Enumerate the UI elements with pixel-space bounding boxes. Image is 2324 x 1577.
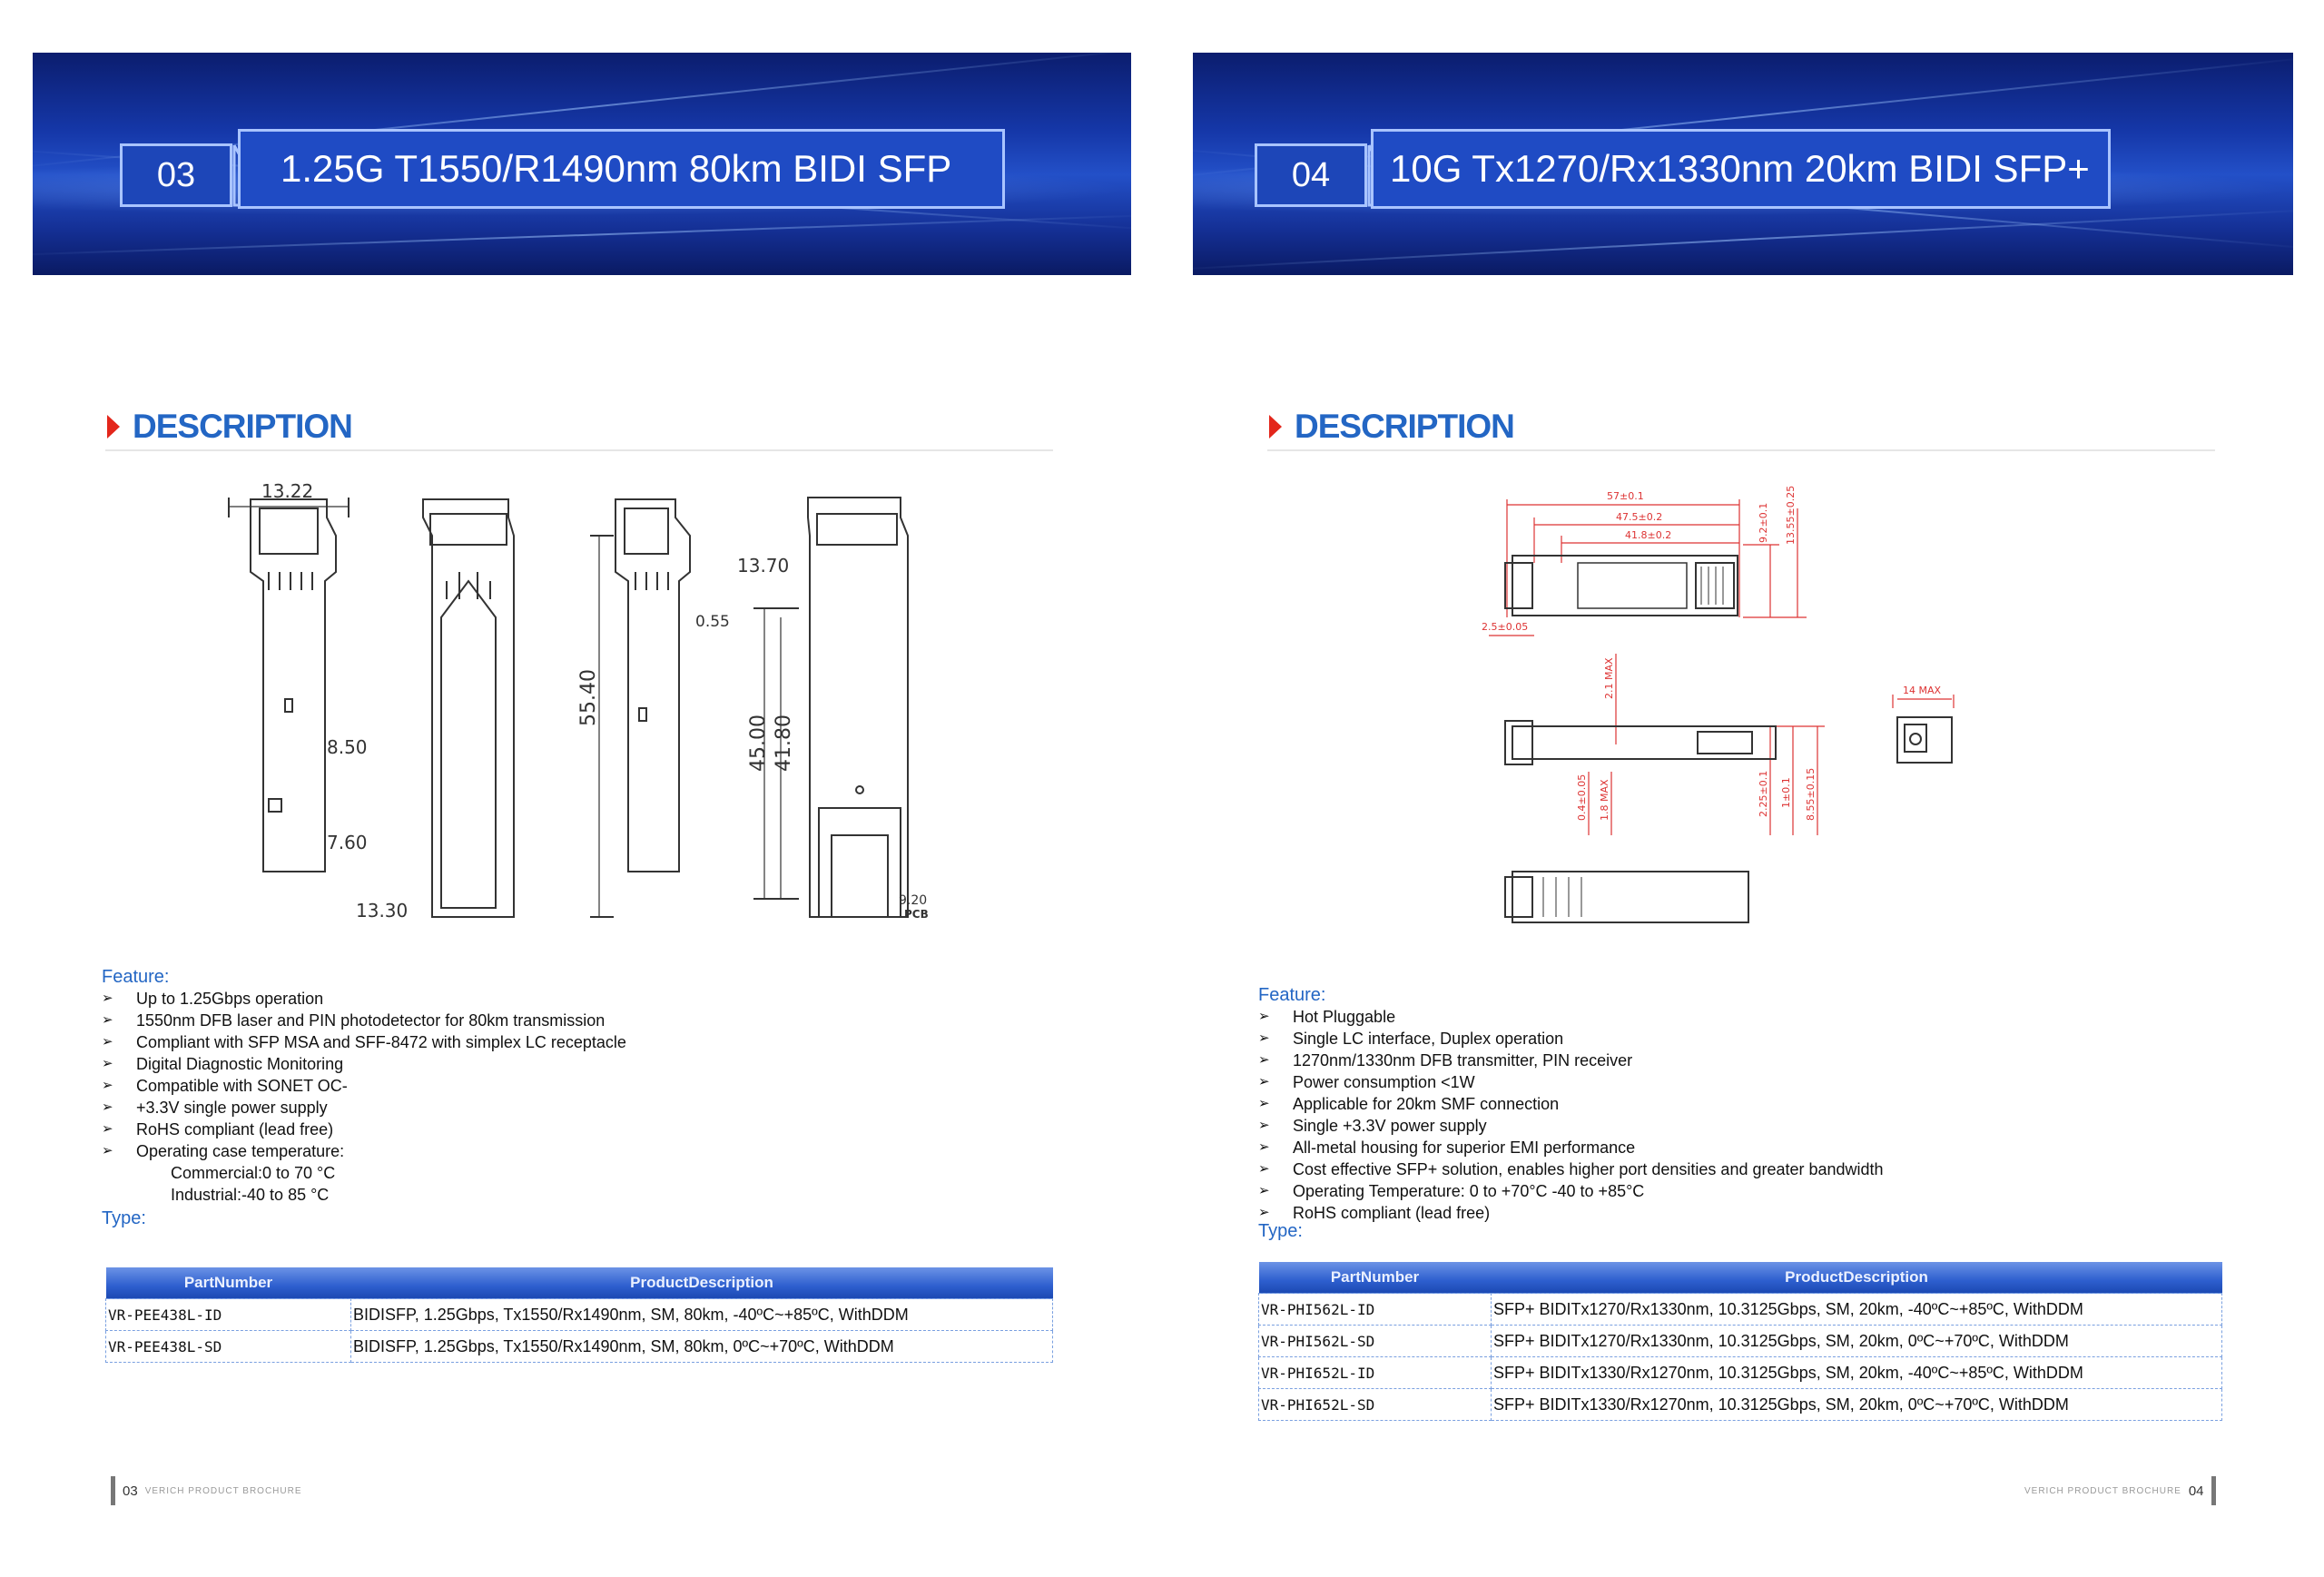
- description-heading: DESCRIPTION: [107, 405, 353, 448]
- col-header-description: ProductDescription: [1491, 1262, 2222, 1294]
- svg-text:47.5±0.2: 47.5±0.2: [1616, 511, 1662, 523]
- section-number: 03: [120, 143, 232, 207]
- col-header-partnumber: PartNumber: [1258, 1262, 1492, 1294]
- col-header-partnumber: PartNumber: [105, 1267, 351, 1299]
- triangle-bullet-icon: [107, 415, 120, 439]
- svg-text:13.22: 13.22: [261, 481, 313, 502]
- svg-text:1±0.1: 1±0.1: [1780, 777, 1792, 808]
- table-row: VR-PHI652L-ID SFP+ BIDITx1330/Rx1270nm, …: [1258, 1356, 2222, 1389]
- heading-divider: [105, 449, 1053, 451]
- feature-item: Digital Diagnostic Monitoring: [102, 1053, 626, 1075]
- feature-item: Operating Temperature: 0 to +70°C -40 to…: [1258, 1180, 1884, 1202]
- product-table: PartNumber ProductDescription VR-PEE438L…: [105, 1267, 1053, 1363]
- section-number: 04: [1255, 143, 1367, 207]
- svg-text:14 MAX: 14 MAX: [1903, 685, 1942, 696]
- svg-text:2.1 MAX: 2.1 MAX: [1603, 657, 1615, 699]
- page-number: 04: [2188, 1483, 2204, 1499]
- product-table: PartNumber ProductDescription VR-PHI562L…: [1258, 1262, 2222, 1421]
- feature-list: Feature: Up to 1.25Gbps operation 1550nm…: [102, 966, 626, 1229]
- svg-text:PCB: PCB: [904, 908, 929, 921]
- page-title: 10G Tx1270/Rx1330nm 20km BIDI SFP+: [1371, 129, 2111, 209]
- table-row: VR-PHI562L-ID SFP+ BIDITx1270/Rx1330nm, …: [1258, 1293, 2222, 1326]
- feature-item: All-metal housing for superior EMI perfo…: [1258, 1137, 1884, 1158]
- triangle-bullet-icon: [1269, 415, 1282, 439]
- svg-text:2.5±0.05: 2.5±0.05: [1482, 621, 1528, 633]
- page-footer: VERICH PRODUCT BROCHURE 04: [2024, 1476, 2216, 1505]
- feature-label: Feature:: [102, 967, 170, 987]
- table-row: VR-PHI562L-SD SFP+ BIDITx1270/Rx1330nm, …: [1258, 1325, 2222, 1357]
- feature-item: 1270nm/1330nm DFB transmitter, PIN recei…: [1258, 1050, 1884, 1071]
- table-row: VR-PEE438L-ID BIDISFP, 1.25Gbps, Tx1550/…: [105, 1298, 1053, 1331]
- feature-item: RoHS compliant (lead free): [1258, 1202, 1884, 1224]
- col-header-description: ProductDescription: [350, 1267, 1053, 1299]
- svg-text:13.70: 13.70: [737, 555, 789, 577]
- svg-text:7.60: 7.60: [327, 832, 368, 853]
- header-banner: 04 10G Tx1270/Rx1330nm 20km BIDI SFP+: [1193, 53, 2293, 275]
- svg-text:2.25±0.1: 2.25±0.1: [1758, 771, 1769, 817]
- page-title: 1.25G T1550/R1490nm 80km BIDI SFP: [238, 129, 1006, 209]
- feature-item: Compatible with SONET OC-: [102, 1075, 626, 1097]
- svg-text:57±0.1: 57±0.1: [1607, 490, 1644, 502]
- feature-item: Up to 1.25Gbps operation: [102, 988, 626, 1010]
- feature-item: RoHS compliant (lead free): [102, 1119, 626, 1140]
- svg-text:0.4±0.05: 0.4±0.05: [1576, 774, 1588, 821]
- feature-item: Operating case temperature:: [102, 1140, 626, 1162]
- heading-divider: [1267, 449, 2215, 451]
- feature-label: Feature:: [1258, 985, 1326, 1005]
- svg-text:9.20: 9.20: [899, 893, 927, 908]
- feature-item: Hot Pluggable: [1258, 1006, 1884, 1028]
- feature-item: Power consumption <1W: [1258, 1071, 1884, 1093]
- feature-item: 1550nm DFB laser and PIN photodetector f…: [102, 1010, 626, 1031]
- temp-industrial: Industrial:-40 to 85 °C: [171, 1186, 330, 1204]
- table-row: VR-PEE438L-SD BIDISFP, 1.25Gbps, Tx1550/…: [105, 1330, 1053, 1363]
- feature-list: Feature: Hot Pluggable Single LC interfa…: [1258, 984, 1884, 1242]
- mechanical-drawing: 13.22 8.50 7.60 13.30 55.40 13.70 0.55 4…: [228, 481, 929, 922]
- svg-text:8.55±0.15: 8.55±0.15: [1805, 768, 1817, 821]
- header-banner: 03 1.25G T1550/R1490nm 80km BIDI SFP: [33, 53, 1131, 275]
- page-04: 04 10G Tx1270/Rx1330nm 20km BIDI SFP+ DE…: [1162, 0, 2324, 1577]
- feature-item: Cost effective SFP+ solution, enables hi…: [1258, 1158, 1884, 1180]
- svg-text:9.2±0.1: 9.2±0.1: [1758, 503, 1769, 543]
- table-row: VR-PHI652L-SD SFP+ BIDITx1330/Rx1270nm, …: [1258, 1388, 2222, 1421]
- feature-item: +3.3V single power supply: [102, 1097, 626, 1119]
- svg-text:13.30: 13.30: [356, 900, 408, 922]
- svg-text:41.8±0.2: 41.8±0.2: [1625, 529, 1671, 541]
- temp-commercial: Commercial:0 to 70 °C: [171, 1164, 336, 1182]
- svg-text:45.00: 45.00: [747, 715, 770, 772]
- page-03: 03 1.25G T1550/R1490nm 80km BIDI SFP DES…: [0, 0, 1162, 1577]
- mechanical-drawing: 57±0.1 47.5±0.2 41.8±0.2 9.2±0.1 13.55±0…: [1482, 486, 1955, 923]
- svg-text:13.55±0.25: 13.55±0.25: [1785, 486, 1797, 545]
- footer-brand: VERICH PRODUCT BROCHURE: [144, 1485, 302, 1496]
- footer-brand: VERICH PRODUCT BROCHURE: [2024, 1485, 2181, 1496]
- svg-text:41.80: 41.80: [773, 715, 795, 772]
- feature-item: Compliant with SFP MSA and SFF-8472 with…: [102, 1031, 626, 1053]
- page-footer: 03 VERICH PRODUCT BROCHURE: [111, 1476, 302, 1505]
- svg-text:8.50: 8.50: [327, 736, 368, 758]
- svg-text:55.40: 55.40: [577, 669, 600, 726]
- type-label: Type:: [1258, 1221, 1303, 1241]
- feature-item: Applicable for 20km SMF connection: [1258, 1093, 1884, 1115]
- type-label: Type:: [102, 1208, 146, 1228]
- feature-item: Single +3.3V power supply: [1258, 1115, 1884, 1137]
- svg-text:1.8 MAX: 1.8 MAX: [1599, 779, 1610, 821]
- feature-item: Single LC interface, Duplex operation: [1258, 1028, 1884, 1050]
- svg-text:0.55: 0.55: [695, 613, 730, 631]
- description-heading: DESCRIPTION: [1269, 405, 1515, 448]
- page-number: 03: [123, 1483, 138, 1499]
